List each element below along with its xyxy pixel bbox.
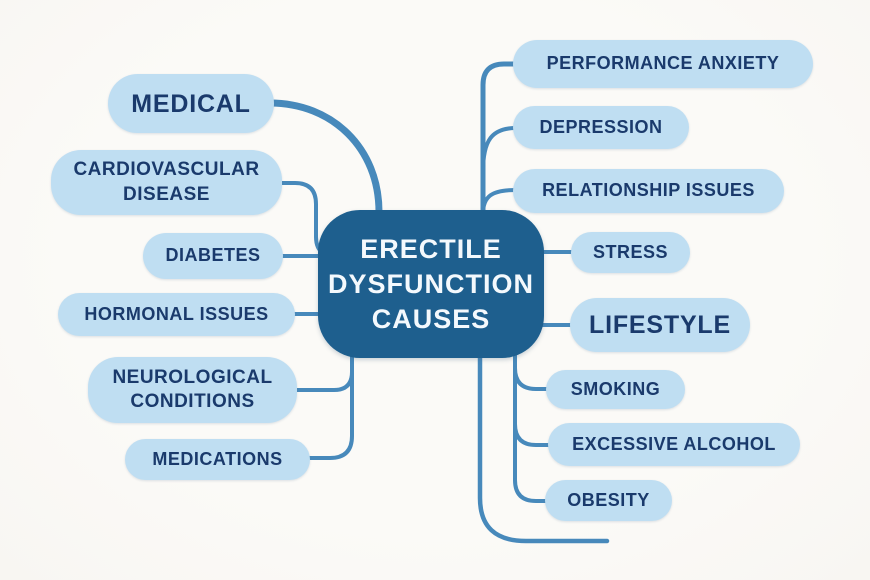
node-cardiovascular-disease: CARDIOVASCULAR DISEASE (51, 150, 282, 215)
node-obesity: OBESITY (545, 480, 672, 521)
connector-relationship (481, 188, 518, 216)
node-medications: MEDICATIONS (125, 439, 310, 480)
connector-trailing-branch (477, 351, 610, 544)
connector-depression (481, 126, 518, 174)
center-node: ERECTILE DYSFUNCTION CAUSES (318, 210, 544, 358)
node-relationship-issues: RELATIONSHIP ISSUES (513, 169, 784, 213)
connector-performance-anxiety (480, 61, 519, 217)
node-stress: STRESS (571, 232, 690, 273)
node-depression: DEPRESSION (513, 106, 689, 149)
connector-smoking (513, 366, 551, 391)
center-node-line-1: ERECTILE (360, 233, 502, 264)
node-lifestyle: LIFESTYLE (570, 298, 750, 352)
connector-medications (302, 344, 354, 460)
node-excessive-alcohol: EXCESSIVE ALCOHOL (548, 423, 800, 466)
center-node-line-2: DYSFUNCTION (328, 268, 534, 299)
node-smoking: SMOKING (546, 370, 685, 409)
center-node-line-3: CAUSES (371, 303, 491, 334)
node-performance-anxiety: PERFORMANCE ANXIETY (513, 40, 813, 88)
node-diabetes: DIABETES (143, 233, 283, 279)
node-hormonal-issues: HORMONAL ISSUES (58, 293, 295, 336)
node-medical: MEDICAL (108, 74, 274, 133)
connector-medical (266, 99, 383, 216)
connector-obesity (513, 478, 550, 503)
connector-excessive-alcohol (513, 422, 553, 447)
node-neurological-conditions: NEUROLOGICAL CONDITIONS (88, 357, 297, 423)
